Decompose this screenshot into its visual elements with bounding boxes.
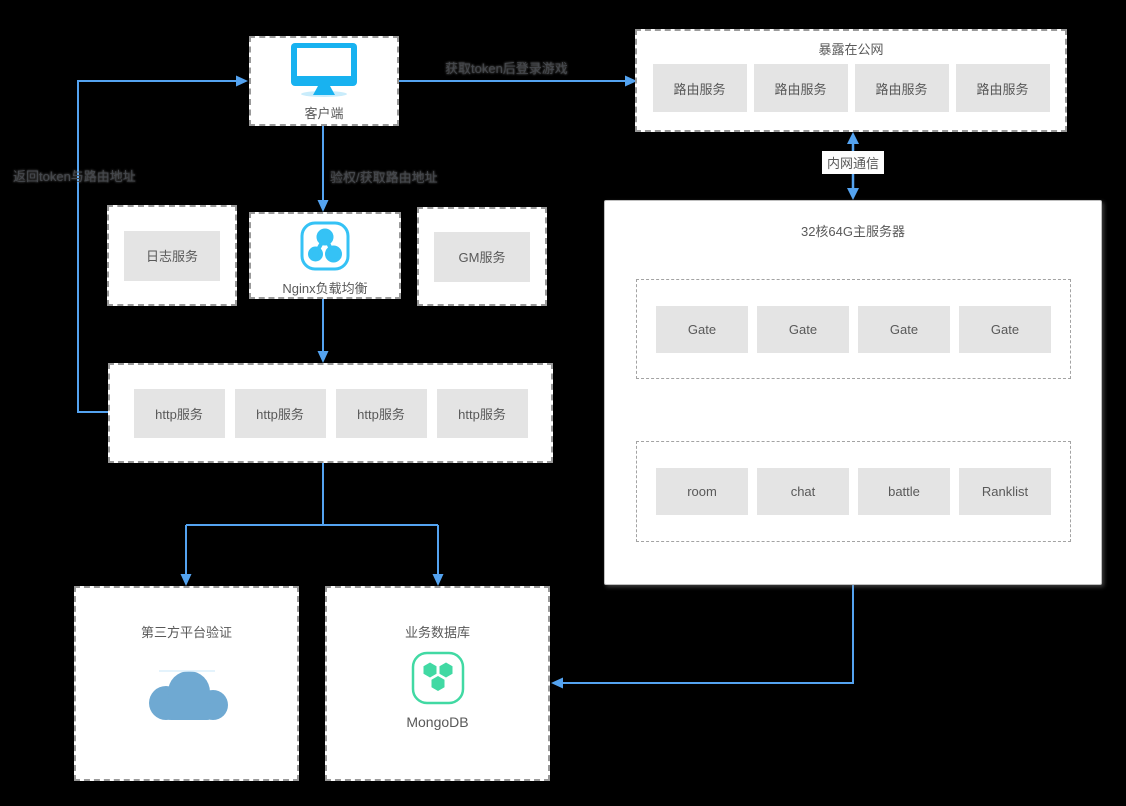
mongodb-icon — [411, 651, 465, 710]
routing-service-box: 路由服务 — [652, 64, 747, 112]
monitor-icon — [289, 42, 359, 103]
share-network-icon — [300, 221, 350, 276]
client-node: 客户端 — [249, 36, 399, 126]
routing-service-box: 路由服务 — [854, 64, 949, 112]
gate-box: Gate — [858, 305, 950, 353]
logic-service-box: room — [656, 468, 748, 515]
database-title: 业务数据库 — [404, 625, 470, 640]
gate-box: Gate — [757, 305, 849, 353]
public-network-title: 暴露在公网 — [818, 42, 884, 57]
edge-http-split-line — [185, 463, 439, 574]
third-party-node: 第三方平台验证 — [74, 586, 299, 781]
gm-service-node: GM服务 — [417, 207, 547, 306]
logic-service-cluster: room chat battle Ranklist — [636, 441, 1071, 542]
routing-service-box: 路由服务 — [955, 64, 1050, 112]
client-label: 客户端 — [304, 106, 344, 121]
http-cluster-node: http服务 http服务 http服务 http服务 — [108, 363, 553, 463]
http-service-box: http服务 — [335, 388, 427, 438]
nginx-node: Nginx负载均衡 — [249, 212, 401, 299]
main-server-title: 32核64G主服务器 — [800, 224, 906, 239]
routing-service-box: 路由服务 — [753, 64, 848, 112]
edge-label-intranet: 内网通信 — [821, 151, 885, 174]
database-node: 业务数据库 MongoDB — [325, 586, 550, 781]
log-service-box: 日志服务 — [124, 230, 220, 281]
http-service-box: http服务 — [234, 388, 326, 438]
gate-cluster: Gate Gate Gate Gate — [636, 279, 1071, 379]
edge-label-auth: 验权/获取路由地址 — [330, 170, 438, 185]
third-party-title: 第三方平台验证 — [140, 625, 232, 640]
cloud-icon — [137, 663, 237, 730]
public-network-node: 暴露在公网 路由服务 路由服务 路由服务 路由服务 — [635, 29, 1067, 132]
logic-service-box: battle — [858, 468, 950, 515]
http-service-box: http服务 — [436, 388, 528, 438]
gate-box: Gate — [959, 305, 1051, 353]
logic-service-box: chat — [757, 468, 849, 515]
edge-label-login: 获取token后登录游戏 — [445, 61, 568, 76]
main-server-node: 32核64G主服务器 Gate Gate Gate Gate room chat… — [604, 200, 1102, 585]
database-engine-label: MongoDB — [406, 714, 469, 730]
gm-service-box: GM服务 — [434, 231, 530, 282]
http-service-box: http服务 — [133, 388, 225, 438]
edge-label-return-token: 返回token与路由地址 — [13, 169, 136, 184]
gate-box: Gate — [656, 305, 748, 353]
log-service-node: 日志服务 — [107, 205, 237, 306]
logic-service-box: Ranklist — [959, 468, 1051, 515]
nginx-label: Nginx负载均衡 — [282, 281, 368, 296]
edge-server-db-line — [563, 585, 854, 684]
